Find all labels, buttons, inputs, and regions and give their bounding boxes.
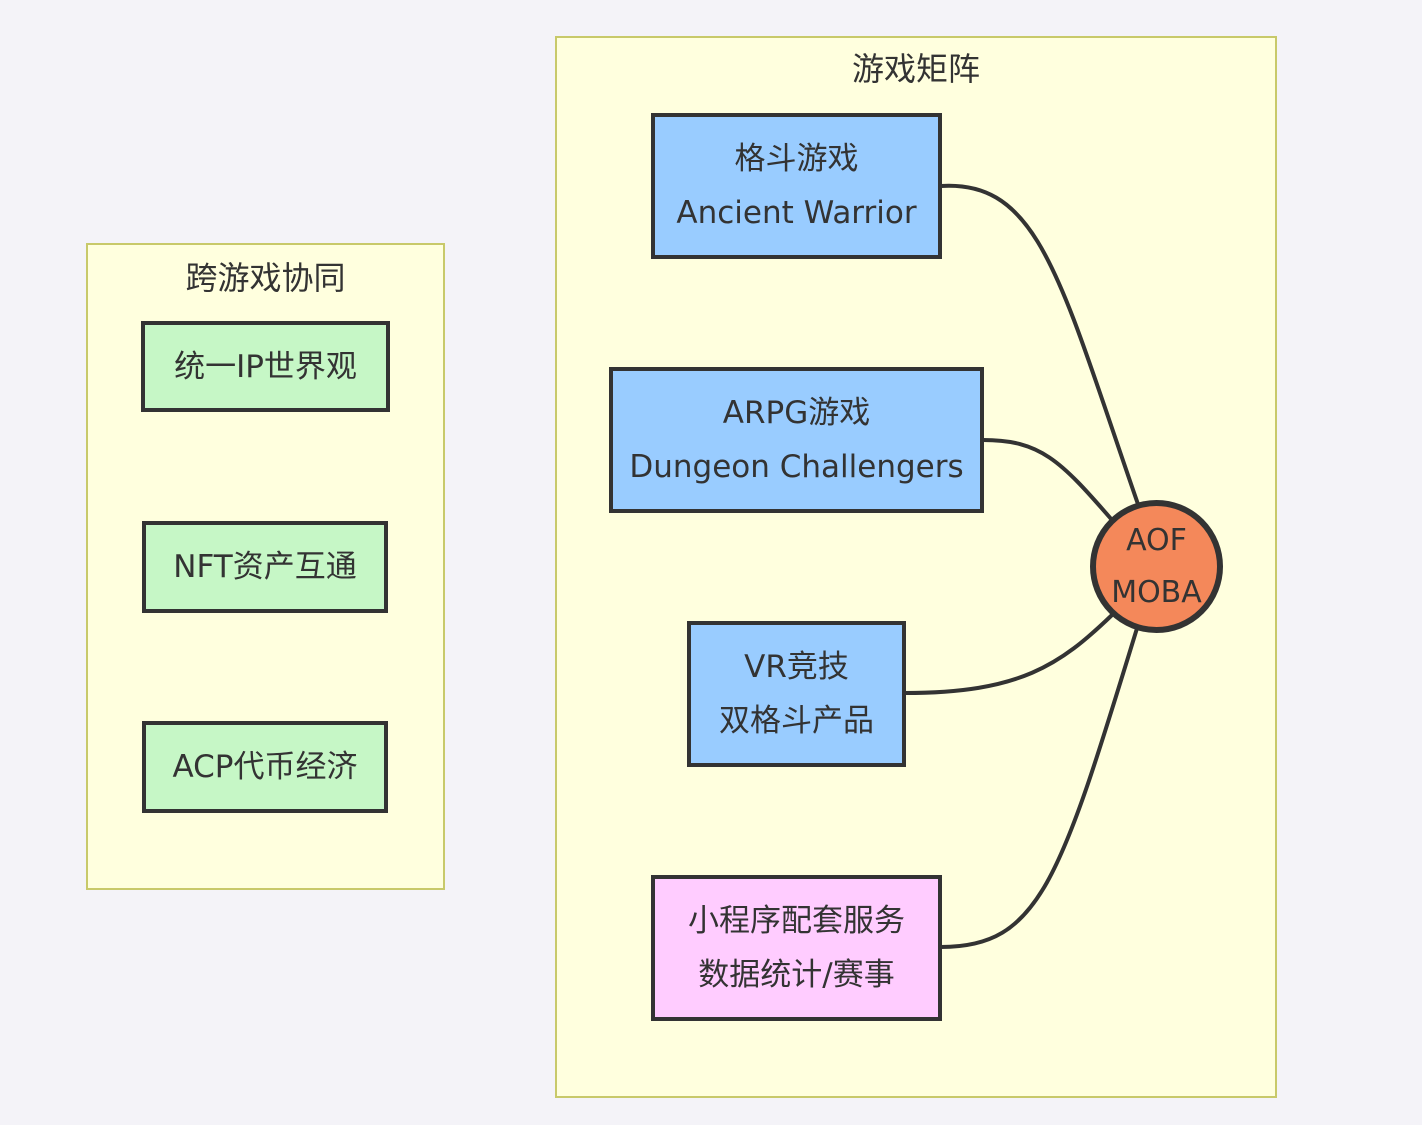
node-unified-ip[interactable]: 统一IP世界观 <box>141 321 390 412</box>
hub-label-line1: AOF <box>1126 522 1187 558</box>
node-label-line2: Ancient Warrior <box>676 195 917 231</box>
node-label-line2: Dungeon Challengers <box>629 449 964 485</box>
node-label: NFT资产互通 <box>173 549 357 585</box>
node-label-line1: ARPG游戏 <box>722 395 871 431</box>
node-label: 统一IP世界观 <box>174 348 357 385</box>
node-aof-moba-hub[interactable]: AOF MOBA <box>1090 500 1223 633</box>
node-vr-arena[interactable]: VR竞技 双格斗产品 <box>687 621 906 767</box>
cluster-title-cross-game: 跨游戏协同 <box>185 259 346 297</box>
node-acp-token[interactable]: ACP代币经济 <box>142 721 388 813</box>
node-label-line1: 小程序配套服务 <box>688 903 905 939</box>
cluster-title-game-matrix: 游戏矩阵 <box>851 50 980 88</box>
node-label-line2: 数据统计/赛事 <box>698 957 895 993</box>
node-label-line1: 格斗游戏 <box>734 141 859 177</box>
node-nft-assets[interactable]: NFT资产互通 <box>142 521 388 613</box>
node-label-line1: VR竞技 <box>744 649 849 685</box>
node-miniapp-services[interactable]: 小程序配套服务 数据统计/赛事 <box>651 875 942 1021</box>
node-fighting-game[interactable]: 格斗游戏 Ancient Warrior <box>651 113 942 259</box>
hub-label-line2: MOBA <box>1111 574 1202 610</box>
node-label: ACP代币经济 <box>172 749 358 785</box>
node-label-line2: 双格斗产品 <box>719 703 874 739</box>
node-arpg-game[interactable]: ARPG游戏 Dungeon Challengers <box>609 367 984 513</box>
